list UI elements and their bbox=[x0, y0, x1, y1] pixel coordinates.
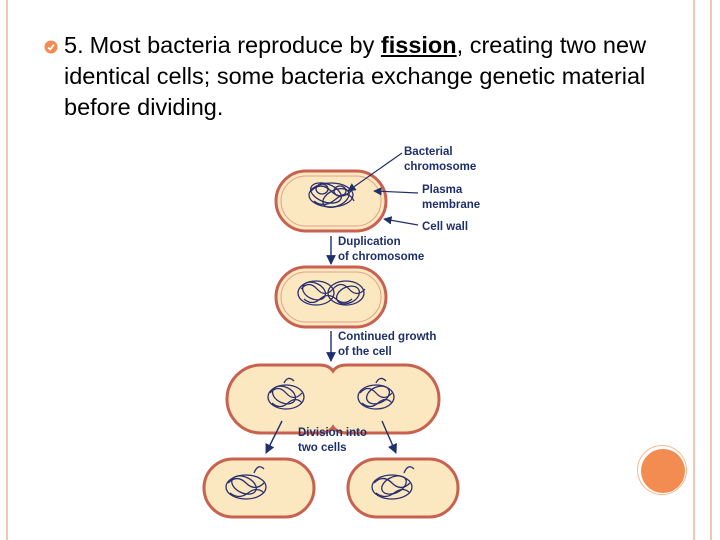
slide-frame-line-left bbox=[6, 0, 8, 540]
label-chromosome: chromosome bbox=[404, 161, 476, 173]
diagram-canvas: Bacterial chromosome Plasma membrane Cel… bbox=[202, 146, 480, 519]
circle-bullet-icon bbox=[44, 40, 58, 54]
bullet-text: 5.Most bacteria reproduce by fission, cr… bbox=[64, 30, 674, 123]
bullet-text-after: , creating two new identical cells; some… bbox=[64, 32, 647, 120]
chromosome-tangle-1 bbox=[308, 182, 355, 209]
cell-stage-2 bbox=[274, 265, 388, 329]
slide-frame-line-right-1 bbox=[693, 0, 695, 540]
bullet-keyword: fission bbox=[380, 32, 457, 58]
label-of-the-cell: of the cell bbox=[338, 346, 392, 358]
chromosome-tangle-4b bbox=[371, 466, 415, 500]
decorative-circle bbox=[641, 449, 685, 493]
cell-stage-1 bbox=[274, 169, 388, 233]
cell-stage-3 bbox=[225, 363, 441, 435]
label-cell-wall: Cell wall bbox=[422, 221, 468, 233]
label-membrane: membrane bbox=[422, 199, 480, 211]
binary-fission-diagram: Bacterial chromosome Plasma membrane Cel… bbox=[126, 143, 534, 521]
slide-frame-line-right-2 bbox=[710, 0, 712, 540]
chromosome-tangle-4a bbox=[225, 466, 267, 500]
cell-stage-4-left bbox=[202, 457, 316, 519]
label-duplication: Duplication bbox=[338, 236, 401, 248]
label-bacterial: Bacterial bbox=[404, 146, 453, 158]
bullet-text-before: Most bacteria reproduce by bbox=[89, 32, 381, 58]
diagram-labels: Bacterial chromosome Plasma membrane Cel… bbox=[298, 146, 480, 454]
cell-stage-4-right bbox=[346, 457, 460, 519]
chromosome-tangle-3a bbox=[267, 377, 305, 410]
chromosome-tangle-2 bbox=[297, 280, 366, 306]
chromosome-tangle-3b bbox=[357, 377, 395, 410]
label-plasma: Plasma bbox=[422, 184, 463, 196]
label-two-cells: two cells bbox=[298, 442, 347, 454]
bullet-number: 5. bbox=[64, 32, 84, 58]
label-of-chromosome: of chromosome bbox=[338, 251, 424, 263]
bullet-item: 5.Most bacteria reproduce by fission, cr… bbox=[44, 30, 674, 123]
label-pointers bbox=[347, 152, 419, 226]
decorative-ring bbox=[637, 445, 687, 495]
process-arrows bbox=[265, 236, 397, 454]
label-division-into: Division into bbox=[298, 427, 367, 439]
label-continued-growth: Continued growth bbox=[338, 331, 436, 343]
